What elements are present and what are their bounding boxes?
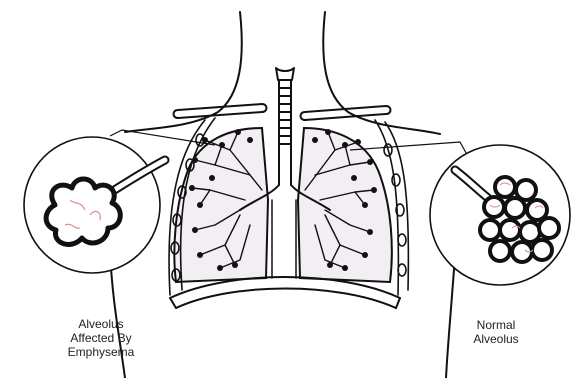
torso-outline <box>110 12 455 378</box>
emphysema-label-line-3: Emphysema <box>46 345 156 359</box>
emphysema-label: Alveolus Affected By Emphysema <box>46 317 156 359</box>
emphysema-label-line-1: Alveolus <box>46 317 156 331</box>
normal-alveolus-label: Normal Alveolus <box>456 318 536 346</box>
normal-label-line-2: Alveolus <box>456 332 536 346</box>
emphysema-alveolus-shape <box>46 179 120 244</box>
emphysema-alveolus-callout <box>24 137 165 273</box>
emphysema-label-line-2: Affected By <box>46 331 156 345</box>
right-lung <box>174 128 268 282</box>
normal-label-line-1: Normal <box>456 318 536 332</box>
heart-notch <box>272 200 296 278</box>
lungs <box>174 128 391 282</box>
left-lung <box>298 128 392 282</box>
normal-alveolus-callout <box>430 145 570 285</box>
